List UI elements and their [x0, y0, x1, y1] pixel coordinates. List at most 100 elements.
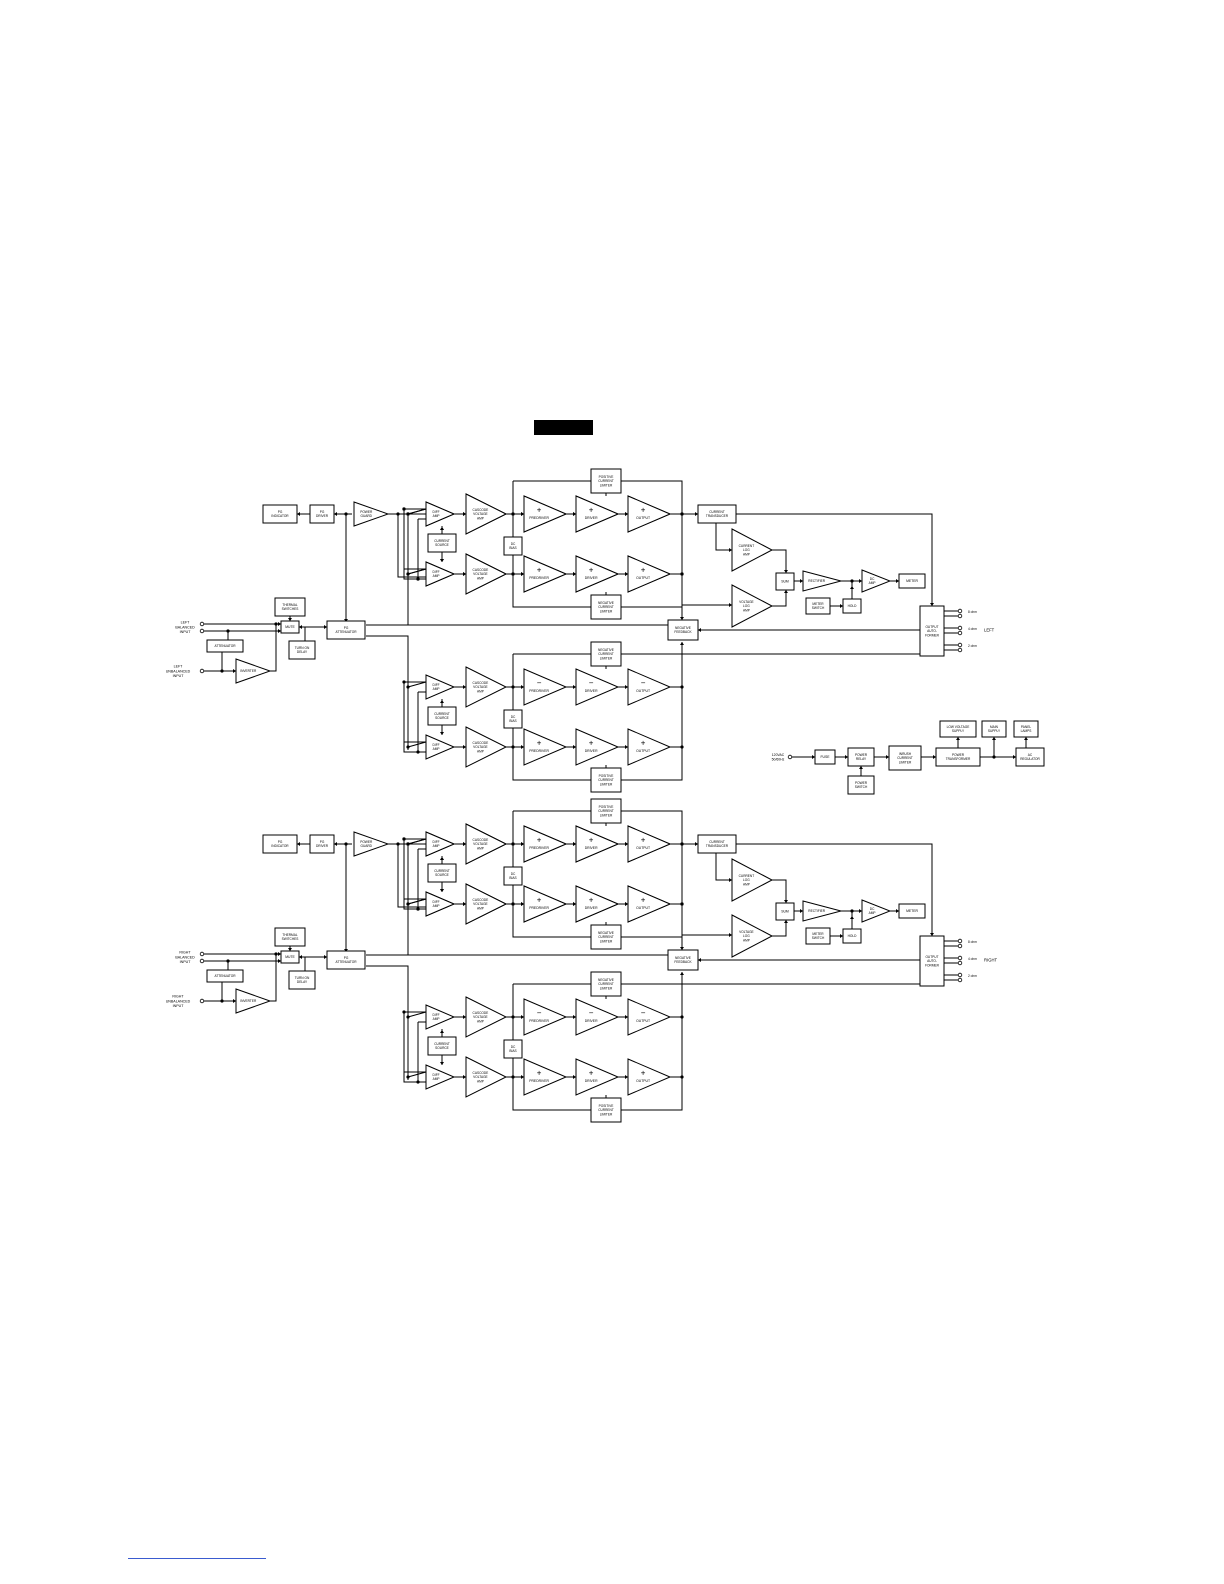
junction-dot	[344, 842, 348, 846]
terminal	[957, 938, 963, 944]
ch0-lower-predriver-0	[523, 668, 568, 706]
ch0-meter	[898, 573, 926, 589]
power-transformer	[935, 747, 981, 767]
ch1-lower-output-1	[627, 1058, 672, 1096]
ch1-upper-cascode-1	[465, 883, 508, 925]
ch1-upper-output-0-sign: +	[641, 836, 646, 845]
ch1-upper-driver-1-sign: +	[589, 896, 594, 905]
ch1-dc-amp	[861, 899, 892, 923]
arrow-head	[930, 603, 934, 606]
ch1-upper-output-0-label: OUTPUT	[636, 846, 650, 850]
arrow-head	[784, 570, 788, 573]
ch1-lower-cascode-0	[465, 996, 508, 1038]
terminal	[199, 621, 205, 627]
arrow-head	[463, 842, 466, 846]
ch0-upper-diff-amp-1	[425, 561, 456, 587]
terminal	[957, 613, 963, 619]
arrow-head	[573, 572, 576, 576]
arrow-head	[1013, 755, 1016, 759]
ch1-meter	[898, 903, 926, 919]
ch0-upper-output-0-sign: +	[641, 506, 646, 515]
ch0-lower-cascode-1	[465, 726, 508, 768]
junction-dot	[396, 842, 400, 846]
arrow-head	[850, 916, 854, 919]
junction-dot	[680, 902, 684, 906]
arrow-head	[463, 745, 466, 749]
ch1-lower-output-0-label: OUTPUT	[636, 1019, 650, 1023]
arrow-head	[440, 732, 444, 735]
arrow-head	[288, 618, 292, 621]
ch0-upper-predriver-1	[523, 555, 568, 593]
ch1-inverter-label: INVERTER	[240, 999, 257, 1003]
arrow-head	[297, 842, 300, 846]
ch0-lower-diff-amp-1	[425, 734, 456, 760]
arrow-head	[812, 755, 815, 759]
ch1-lower-driver-1-sign: +	[589, 1069, 594, 1078]
ch0-sum-label: SUM	[781, 580, 789, 584]
ch1-lower-driver-1-label: DRIVER	[585, 1079, 598, 1083]
ch1-meter-switch	[805, 927, 831, 945]
junction-dot	[850, 909, 854, 913]
ch0-upper-current-source	[427, 533, 457, 553]
ch0-upper-diff-amp-0	[425, 501, 456, 527]
ch0-lower-output-1-sign: +	[641, 739, 646, 748]
ch1-upper-predriver-1-label: PREDRIVER	[529, 906, 549, 910]
terminal	[199, 628, 205, 634]
junction-dot	[396, 512, 400, 516]
ch1-output-autoformer	[919, 935, 945, 987]
terminal	[957, 943, 963, 949]
ch0-upper-output-1	[627, 555, 672, 593]
ch0-upper-driver-0	[575, 495, 620, 533]
junction-dot	[220, 999, 224, 1003]
ch1-upper-driver-0-label: DRIVER	[585, 846, 598, 850]
ch0-pg-attenuator	[326, 620, 366, 640]
ch1-upper-predriver-1-sign: +	[537, 896, 542, 905]
ch0-upper-predriver-1-label: PREDRIVER	[529, 576, 549, 580]
ch1-attenuator	[206, 969, 244, 983]
ch0-upper-driver-1-label: DRIVER	[585, 576, 598, 580]
ch1-lower-driver-0-sign: −	[589, 1009, 594, 1018]
junction-dot	[850, 579, 854, 583]
arrow-head	[573, 512, 576, 516]
arrow-head	[845, 755, 848, 759]
arrow-head	[886, 755, 889, 759]
ch1-upper-diff-amp-0	[425, 831, 456, 857]
ch0-upper-driver-1	[575, 555, 620, 593]
terminal	[199, 998, 205, 1004]
terminal	[957, 955, 963, 961]
ch1-turn-on-delay	[288, 970, 316, 990]
arrow-head	[440, 700, 444, 703]
junction-dot	[406, 685, 410, 689]
arrow-head	[334, 842, 337, 846]
arrow-head	[729, 548, 732, 552]
junction-dot	[992, 755, 996, 759]
junction-dot	[680, 842, 684, 846]
terminal	[957, 972, 963, 978]
junction-dot	[680, 1075, 684, 1079]
ch1-upper-cascode-0	[465, 823, 508, 865]
arrow-head	[625, 512, 628, 516]
junction-dot	[680, 572, 684, 576]
arrow-head	[521, 1015, 524, 1019]
